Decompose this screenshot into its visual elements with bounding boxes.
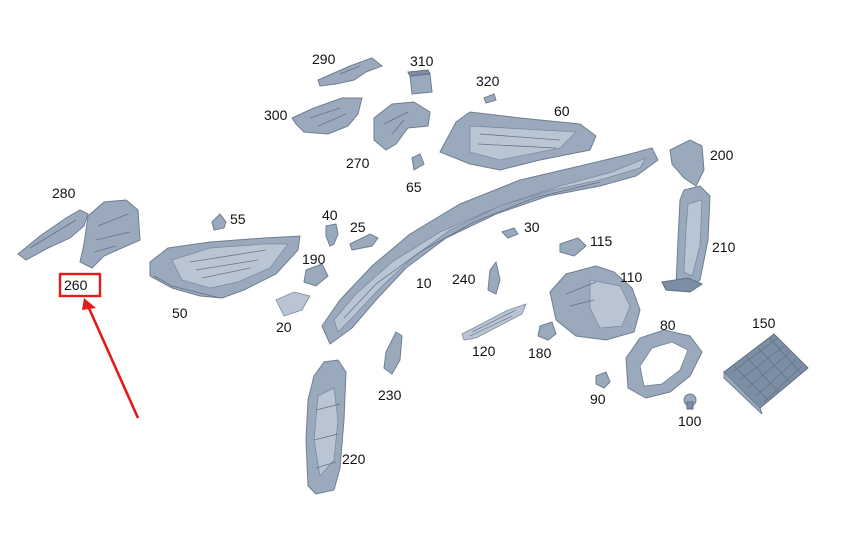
part-25-shape[interactable] [349,233,379,251]
label-260: 260 [64,277,88,293]
label-120: 120 [472,343,496,359]
part-220-shape[interactable] [305,359,347,495]
part-80-shape[interactable] [625,329,703,399]
label-10: 10 [416,275,432,291]
part-310-shape[interactable] [407,69,433,95]
label-25: 25 [350,219,366,235]
part-60-shape[interactable] [439,111,597,171]
part-320-shape[interactable] [483,93,497,104]
highlight-callout [58,272,140,419]
label-80: 80 [660,317,676,333]
part-50-shape[interactable] [149,235,301,299]
label-280: 280 [52,185,76,201]
label-90: 90 [590,391,606,407]
part-200-shape[interactable] [669,139,705,187]
part-55-shape[interactable] [211,213,227,231]
part-240-shape[interactable] [487,260,501,295]
part-190-shape[interactable] [303,263,329,287]
label-100: 100 [678,413,702,429]
label-50: 50 [172,305,188,321]
label-20: 20 [276,319,292,335]
highlight-arrow-shaft [86,305,140,419]
label-55: 55 [230,211,246,227]
part-65-shape[interactable] [411,153,425,171]
part-120-shape[interactable] [461,303,527,341]
label-180: 180 [528,345,552,361]
part-280-shape[interactable] [17,209,89,261]
part-10-shape[interactable] [321,147,659,345]
part-90-shape[interactable] [595,371,611,389]
label-40: 40 [322,207,338,223]
part-30-shape[interactable] [501,227,519,239]
part-270-shape[interactable] [373,101,431,151]
part-290-shape[interactable] [317,57,383,87]
label-190: 190 [302,251,326,267]
label-230: 230 [378,387,402,403]
part-110-shape[interactable] [549,265,641,341]
part-260-shape[interactable] [79,199,141,269]
part-300-shape[interactable] [291,97,363,135]
part-150-shape[interactable] [723,333,809,415]
part-20-shape[interactable] [275,291,311,317]
label-270: 270 [346,155,370,171]
label-150: 150 [752,315,776,331]
highlight-box [58,272,102,298]
label-310: 310 [410,53,434,69]
label-65: 65 [406,179,422,195]
part-180-shape[interactable] [537,321,557,341]
label-220: 220 [342,451,366,467]
label-240: 240 [452,271,476,287]
part-100-shape[interactable] [683,393,697,410]
part-115-shape[interactable] [559,237,587,257]
highlight-arrow-head [82,298,96,310]
label-110: 110 [620,269,643,285]
label-115: 115 [590,233,613,249]
label-30: 30 [524,219,540,235]
label-200: 200 [710,147,734,163]
label-290: 290 [312,51,336,67]
label-320: 320 [476,73,500,89]
part-230-shape[interactable] [383,331,403,375]
label-210: 210 [712,239,736,255]
label-60: 60 [554,103,570,119]
label-300: 300 [264,107,288,123]
part-40-shape[interactable] [325,223,339,247]
part-210-shape[interactable] [661,185,711,293]
